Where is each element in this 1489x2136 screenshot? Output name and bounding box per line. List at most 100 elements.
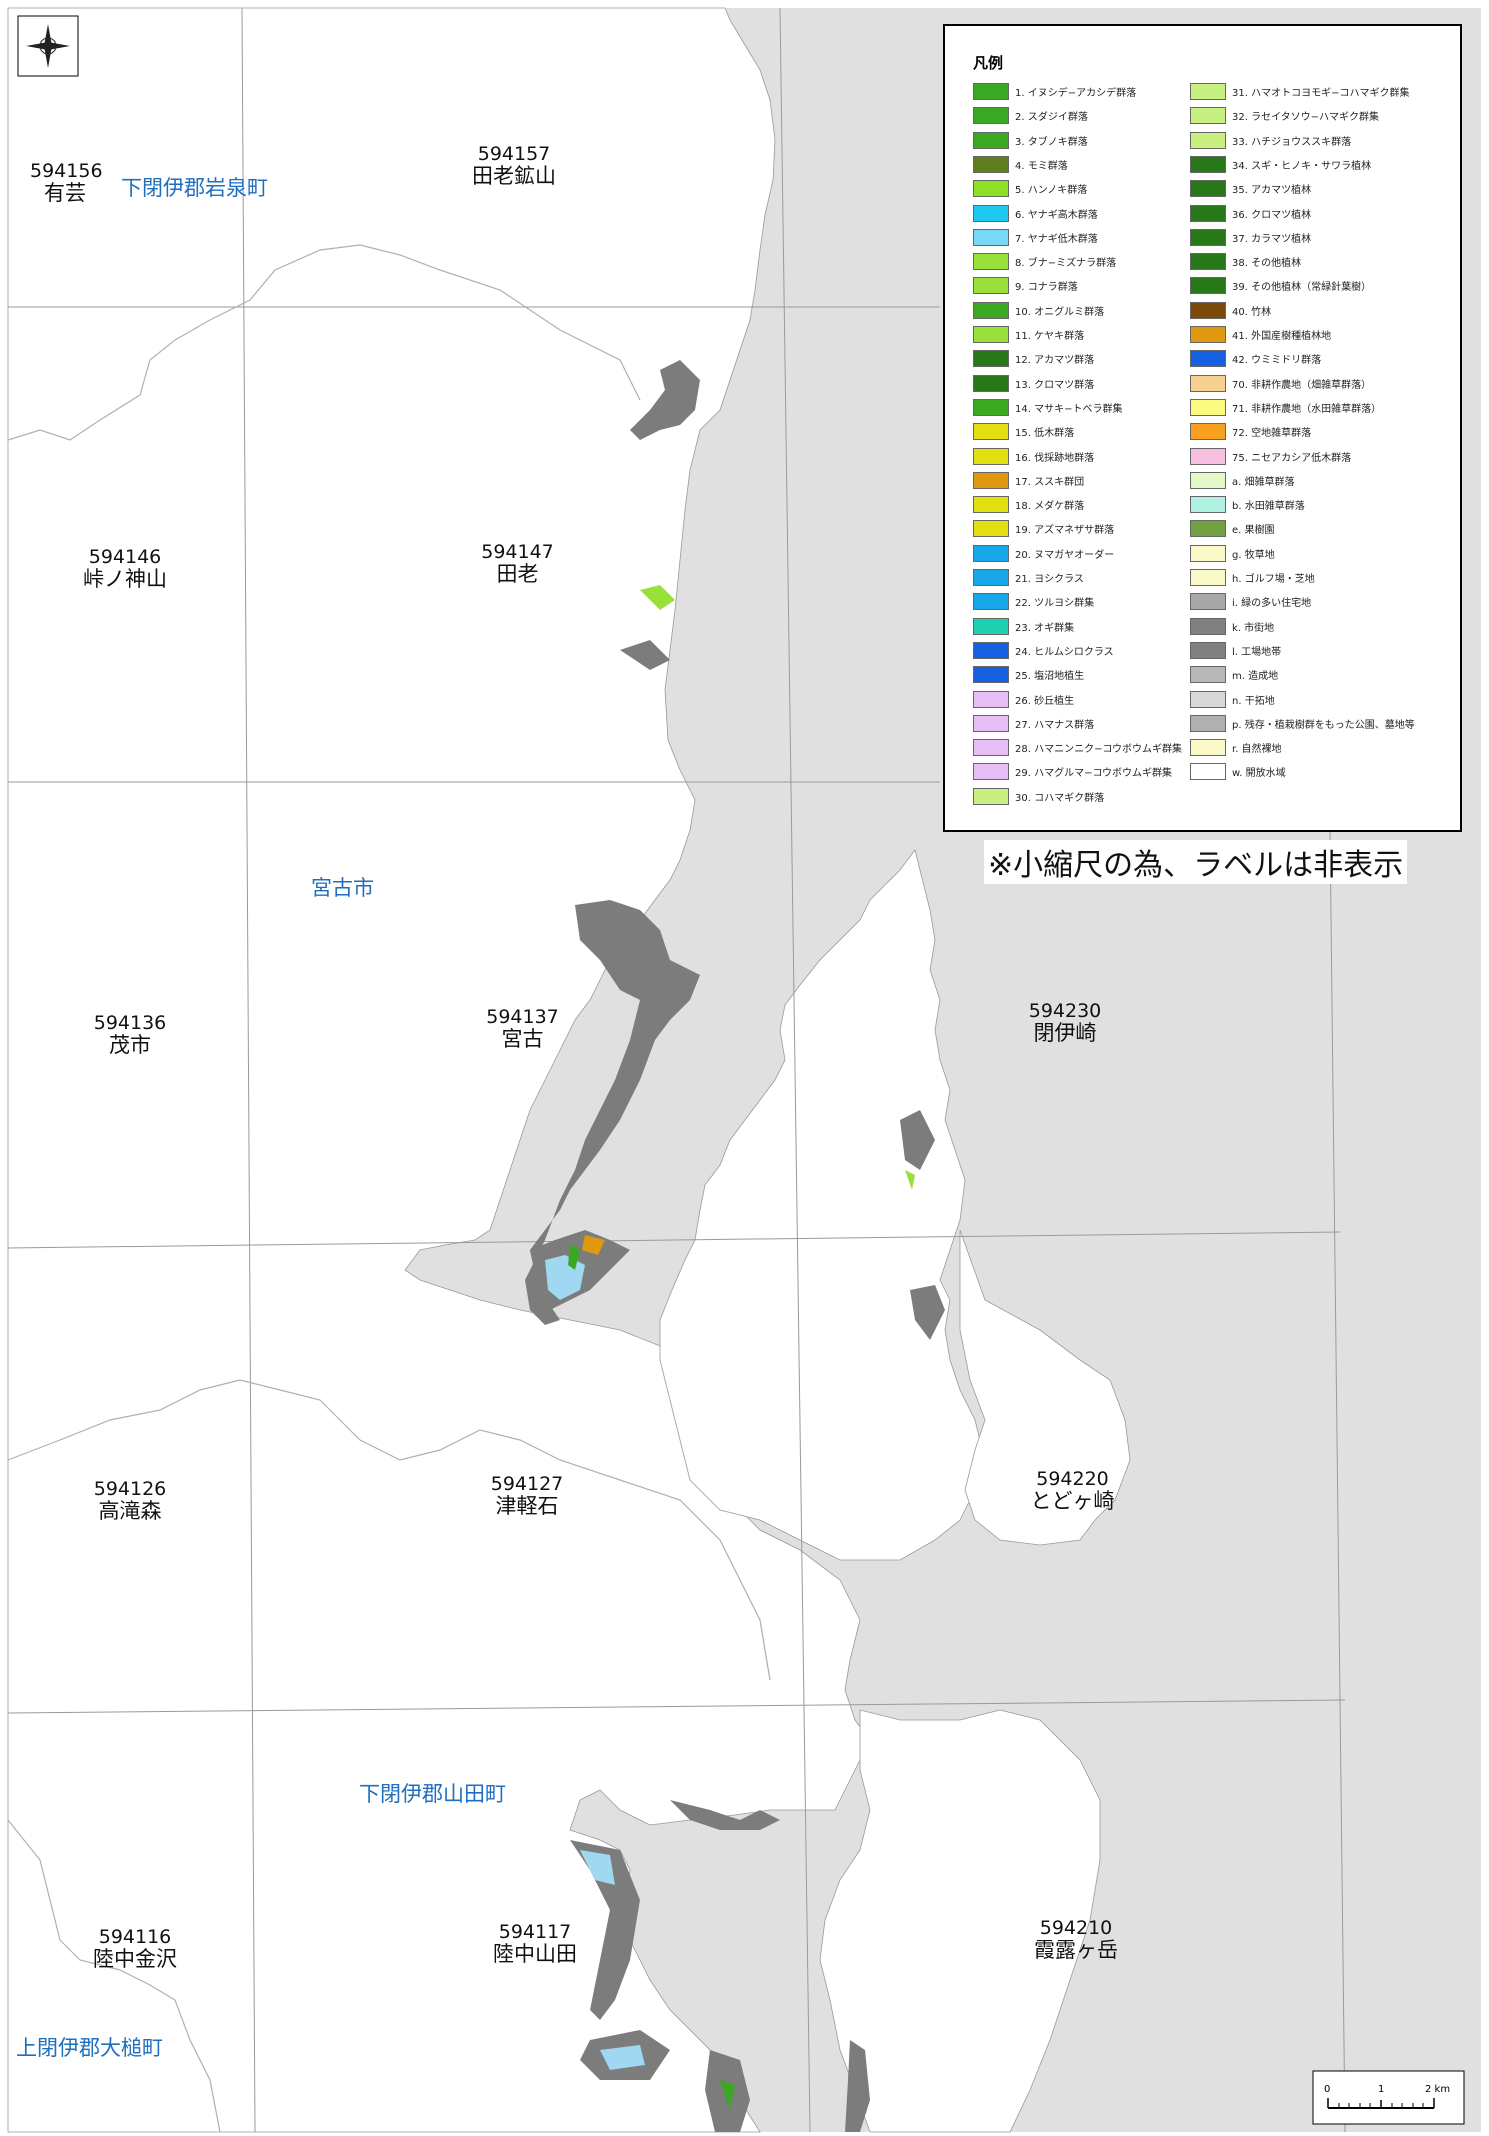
legend-swatch (1190, 204, 1226, 222)
sheet-name: 高滝森 (98, 1498, 162, 1523)
legend-swatch (1190, 520, 1226, 538)
legend-label: p. 残存・植栽樹群をもった公園、墓地等 (1232, 719, 1415, 731)
legend-swatch (973, 180, 1009, 198)
land-south-peninsula (819, 1709, 1101, 2133)
sheet-label-594147: 594147 田老 (475, 541, 560, 585)
legend-swatch (973, 277, 1009, 295)
legend-swatch (1190, 180, 1226, 198)
land-omoe-peninsula (659, 849, 986, 1561)
sheet-code: 594137 (486, 1006, 559, 1028)
legend-swatch (973, 471, 1009, 489)
scale-tick-0: 0 (1324, 2084, 1330, 2095)
legend-swatch (1190, 593, 1226, 611)
legend-title: 凡例 (973, 54, 1004, 72)
legend-swatch (973, 593, 1009, 611)
legend-label: r. 自然裸地 (1232, 744, 1282, 756)
map-grid (7, 7, 1346, 2133)
scale-bar: 0 1 2 km (1312, 2070, 1465, 2125)
legend-swatch (973, 155, 1009, 173)
legend-swatch (1190, 155, 1226, 173)
legend-label: 23. オギ群集 (1015, 622, 1075, 634)
legend-label: 14. マサキ−トベラ群集 (1015, 403, 1123, 415)
legend-swatch (973, 423, 1009, 441)
legend-label: 41. 外国産樹種植林地 (1232, 331, 1332, 342)
admin-label-otsuchi: 上閉伊郡大槌町 (16, 2036, 163, 2060)
legend-label: l. 工場地帯 (1232, 646, 1282, 658)
scale-tick-2: 2 km (1425, 2084, 1450, 2095)
legend-label: 11. ケヤキ群落 (1015, 331, 1085, 342)
legend-swatch (973, 641, 1009, 659)
legend-swatch (973, 326, 1009, 343)
legend-swatch (1190, 641, 1226, 659)
legend-label: w. 開放水域 (1232, 768, 1286, 780)
legend-label: 39. その他植林（常緑針葉樹） (1232, 282, 1372, 294)
sheet-code: 594156 (30, 160, 103, 182)
legend-label: b. 水田雑草群落 (1232, 501, 1305, 513)
legend-label: 22. ツルヨシ群集 (1015, 598, 1095, 610)
legend-label: m. 造成地 (1232, 671, 1279, 683)
sheet-name: 霞露ヶ岳 (1034, 1937, 1118, 1962)
coastal-vegetation-patches (525, 360, 945, 2132)
legend-swatch (1190, 423, 1226, 441)
legend-label: 12. アカマツ群落 (1015, 355, 1095, 367)
legend-swatch (973, 763, 1009, 781)
legend-swatch (1190, 301, 1226, 319)
legend-swatch (973, 350, 1009, 368)
sheet-name: 茂市 (109, 1032, 151, 1057)
sheet-label-594116: 594116 陸中金沢 (85, 1927, 185, 1971)
legend-swatch (1190, 739, 1226, 757)
legend-swatch (1190, 83, 1226, 100)
legend-label: 37. カラマツ植林 (1232, 233, 1312, 245)
legend-swatch (1190, 253, 1226, 271)
legend-swatch (1190, 617, 1226, 635)
legend-label: 25. 塩沼地植生 (1015, 671, 1085, 683)
legend-label: 27. ハマナス群落 (1015, 719, 1095, 731)
sheet-name: 田老鉱山 (472, 163, 556, 188)
sheet-code: 594117 (498, 1921, 572, 1943)
admin-label-miyako: 宮古市 (311, 876, 374, 900)
sheet-code: 594136 (93, 1012, 167, 1034)
legend-label: 21. ヨシクラス (1015, 574, 1084, 585)
legend-label: 1. イヌシデ−アカシデ群落 (1015, 88, 1137, 99)
sheet-name: 有芸 (44, 180, 86, 205)
sheet-name: 陸中金沢 (93, 1946, 177, 1971)
legend-swatch (973, 374, 1009, 392)
sheet-code: 594230 (1028, 1000, 1102, 1022)
legend-swatch (1190, 447, 1226, 465)
legend-swatch (973, 739, 1009, 757)
legend-label: 3. タブノキ群落 (1015, 136, 1088, 148)
legend-swatch (1190, 763, 1226, 781)
sheet-label-594157: 594157 田老鉱山 (464, 144, 564, 188)
sheet-label-594210: 594210 霞露ヶ岳 (1026, 1917, 1126, 1962)
sheet-label-594127: 594127 津軽石 (482, 1473, 572, 1517)
sheet-label-594230: 594230 閉伊崎 (1020, 1000, 1110, 1045)
legend-swatch (1190, 131, 1226, 149)
legend-label: a. 畑雑草群落 (1232, 476, 1295, 488)
sheet-code: 594210 (1039, 1917, 1113, 1939)
scale-note: ※小縮尺の為、ラベルは非表示 (984, 840, 1408, 884)
legend-label: 16. 伐採跡地群落 (1015, 452, 1095, 464)
legend-label: 34. スギ・ヒノキ・サワラ植林 (1232, 160, 1372, 172)
legend-label: 13. クロマツ群落 (1015, 379, 1095, 391)
sheet-code: 594147 (481, 541, 554, 563)
sheet-label-594117: 594117 陸中山田 (485, 1921, 585, 1965)
legend-label: 4. モミ群落 (1015, 160, 1068, 172)
legend-label: 42. ウミミドリ群落 (1232, 355, 1322, 367)
sheet-code: 594127 (490, 1473, 564, 1495)
legend-label: 40. 竹林 (1232, 306, 1272, 318)
legend-label: 72. 空地雑草群落 (1232, 428, 1312, 440)
legend-swatch (973, 714, 1009, 732)
legend-swatch (973, 787, 1009, 805)
legend-swatch (973, 301, 1009, 319)
legend-swatch (973, 228, 1009, 246)
legend-label: 7. ヤナギ低木群落 (1015, 233, 1098, 245)
legend-label: 19. アズマネザサ群落 (1015, 525, 1115, 537)
legend-swatch (1190, 228, 1226, 246)
legend-label: 26. 砂丘植生 (1015, 695, 1075, 707)
legend-label: i. 緑の多い住宅地 (1232, 598, 1312, 610)
admin-boundaries (7, 244, 771, 2133)
sheet-name: 閉伊崎 (1033, 1020, 1097, 1045)
sheet-label-594220: 594220 とどヶ崎 (1025, 1469, 1120, 1512)
sheet-name: 宮古 (501, 1026, 544, 1051)
